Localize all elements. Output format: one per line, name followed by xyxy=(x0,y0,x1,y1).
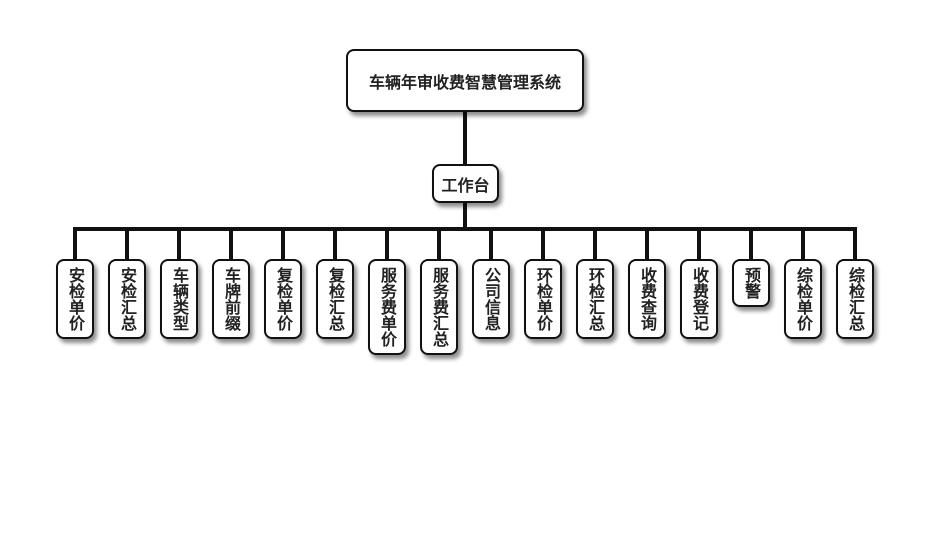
root-node-label: 车辆年审收费智慧管理系统 xyxy=(368,72,561,92)
child-node-label: 安检单价 xyxy=(66,267,85,331)
child-node-label: 复检单价 xyxy=(274,267,293,331)
child-node[interactable]: 安检汇总 xyxy=(108,259,146,339)
child-node-label: 服务费汇总 xyxy=(430,267,449,347)
connector-child xyxy=(177,229,181,260)
child-node-label: 环检汇总 xyxy=(586,267,605,331)
child-node-label: 收费查询 xyxy=(638,267,657,331)
connector-child xyxy=(853,229,857,260)
child-node-label: 公司信息 xyxy=(482,267,501,331)
workbench-node[interactable]: 工作台 xyxy=(432,164,499,203)
child-node-label: 安检汇总 xyxy=(118,267,137,331)
child-node-label: 车辆类型 xyxy=(170,267,189,331)
connector-workbench-bus xyxy=(463,202,467,231)
child-node[interactable]: 综检汇总 xyxy=(836,259,874,339)
child-node[interactable]: 环检汇总 xyxy=(576,259,614,339)
connector-child xyxy=(541,229,545,260)
connector-child xyxy=(385,229,389,260)
child-node[interactable]: 安检单价 xyxy=(56,259,94,339)
workbench-node-label: 工作台 xyxy=(441,175,490,195)
connector-child xyxy=(125,229,129,260)
root-node[interactable]: 车辆年审收费智慧管理系统 xyxy=(346,49,584,112)
connector-horizontal-bus xyxy=(73,227,857,231)
child-node-label: 预警 xyxy=(742,267,761,299)
child-node-label: 复检汇总 xyxy=(326,267,345,331)
child-node[interactable]: 收费查询 xyxy=(628,259,666,339)
connector-child xyxy=(593,229,597,260)
child-node[interactable]: 服务费单价 xyxy=(368,259,406,355)
child-node[interactable]: 环检单价 xyxy=(524,259,562,339)
child-node[interactable]: 收费登记 xyxy=(680,259,718,339)
child-node[interactable]: 车牌前缀 xyxy=(212,259,250,339)
connector-child xyxy=(697,229,701,260)
connector-child xyxy=(645,229,649,260)
child-node[interactable]: 服务费汇总 xyxy=(420,259,458,355)
child-node[interactable]: 复检汇总 xyxy=(316,259,354,339)
child-node-label: 综检单价 xyxy=(794,267,813,331)
child-node-label: 车牌前缀 xyxy=(222,267,241,331)
connector-child xyxy=(489,229,493,260)
child-node[interactable]: 综检单价 xyxy=(784,259,822,339)
connector-child xyxy=(73,229,77,260)
child-node-label: 收费登记 xyxy=(690,267,709,331)
child-node-label: 服务费单价 xyxy=(378,267,397,347)
connector-child xyxy=(229,229,233,260)
child-node[interactable]: 车辆类型 xyxy=(160,259,198,339)
child-node[interactable]: 公司信息 xyxy=(472,259,510,339)
connector-child xyxy=(801,229,805,260)
connector-child xyxy=(437,229,441,260)
child-node[interactable]: 复检单价 xyxy=(264,259,302,339)
connector-child xyxy=(281,229,285,260)
child-node-label: 环检单价 xyxy=(534,267,553,331)
connector-child xyxy=(333,229,337,260)
connector-child xyxy=(749,229,753,260)
connector-root-workbench xyxy=(463,111,467,165)
child-node[interactable]: 预警 xyxy=(732,259,770,307)
child-node-label: 综检汇总 xyxy=(846,267,865,331)
